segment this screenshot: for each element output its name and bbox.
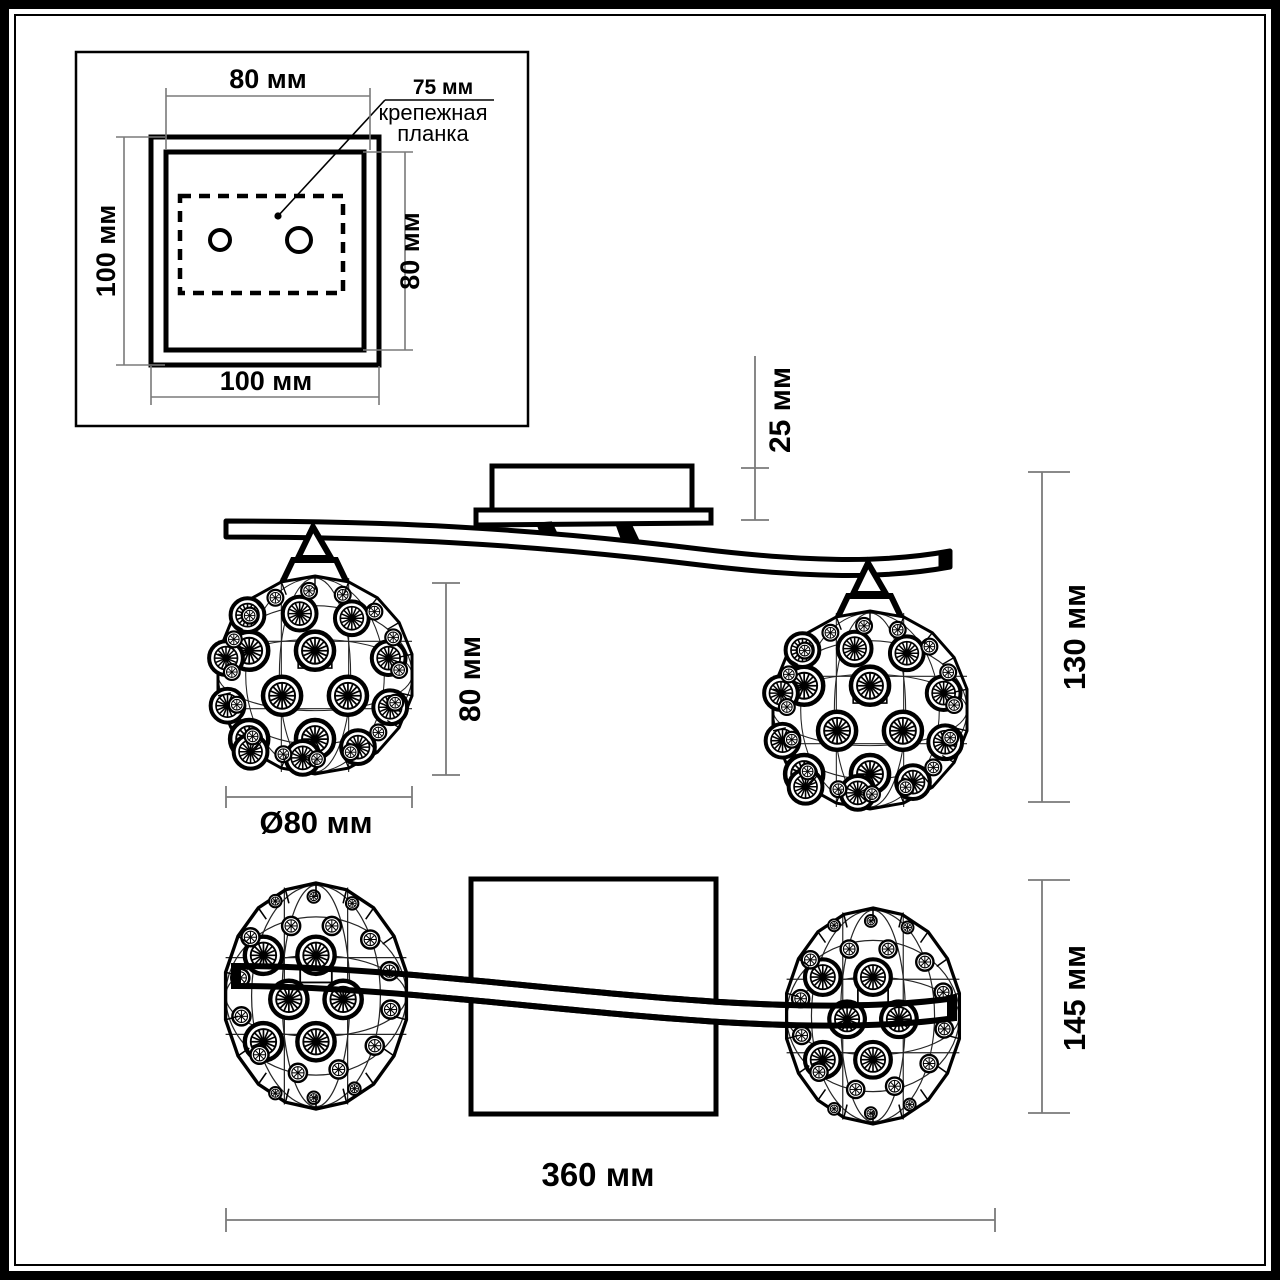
side-elevation-view: 25 мм 80 мм Ø80 мм 130 мм: [209, 356, 1092, 840]
arm-plan-edge-top: [235, 963, 956, 1009]
mount-plate-leader: [274, 99, 494, 220]
dim-left-100: [116, 136, 165, 366]
dim-label-75: 75 мм: [413, 76, 473, 99]
dim-label-right-80: 80 мм: [395, 212, 425, 289]
callout-label-line1: крепежная: [378, 100, 487, 125]
crystal-shade-right-plan: [787, 908, 960, 1124]
dim-130mm: [1028, 471, 1070, 803]
dim-label-bottom-100: 100 мм: [220, 366, 313, 396]
dim-label-80-shade: 80 мм: [454, 636, 487, 722]
dim-label-diameter-80: Ø80 мм: [259, 805, 372, 840]
crystal-shade-right-side: [764, 611, 967, 810]
canopy-box: [489, 463, 695, 513]
dim-bottom-100: [150, 366, 380, 405]
dim-diameter-80: [225, 786, 413, 808]
canopy-plate: [473, 507, 714, 528]
dim-25mm: [741, 356, 769, 521]
mount-plate-view: 80 мм 75 мм крепежная планка 100 мм 80 м…: [74, 50, 530, 428]
dim-360mm: [225, 1208, 996, 1232]
plan-view: 145 мм 360 мм: [225, 876, 1092, 1232]
dim-80mm-shade: [432, 582, 460, 776]
crystal-shade-left-side: [209, 576, 412, 775]
dim-top-80: [165, 88, 371, 150]
arm-plan-edge-bottom: [235, 983, 956, 1029]
dim-label-145: 145 мм: [1057, 945, 1092, 1051]
callout-label-line2: планка: [397, 121, 469, 146]
dim-145mm: [1028, 879, 1070, 1114]
inner-border: [14, 14, 1266, 1266]
dim-label-360: 360 мм: [541, 1156, 654, 1193]
mounting-bracket-dashed-outline: [177, 193, 346, 296]
screw-hole-left: [208, 228, 232, 252]
dim-right-80: [363, 151, 413, 351]
dim-label-25: 25 мм: [764, 367, 797, 453]
crystal-shade-left-plan: [226, 883, 407, 1109]
main-arm-side: [223, 518, 953, 578]
screw-hole-right: [285, 226, 313, 254]
dim-label-top-80: 80 мм: [229, 64, 306, 94]
dim-label-left-100: 100 мм: [91, 205, 121, 298]
mount-plate-inner-square: [163, 149, 367, 353]
dim-label-130: 130 мм: [1057, 584, 1092, 690]
